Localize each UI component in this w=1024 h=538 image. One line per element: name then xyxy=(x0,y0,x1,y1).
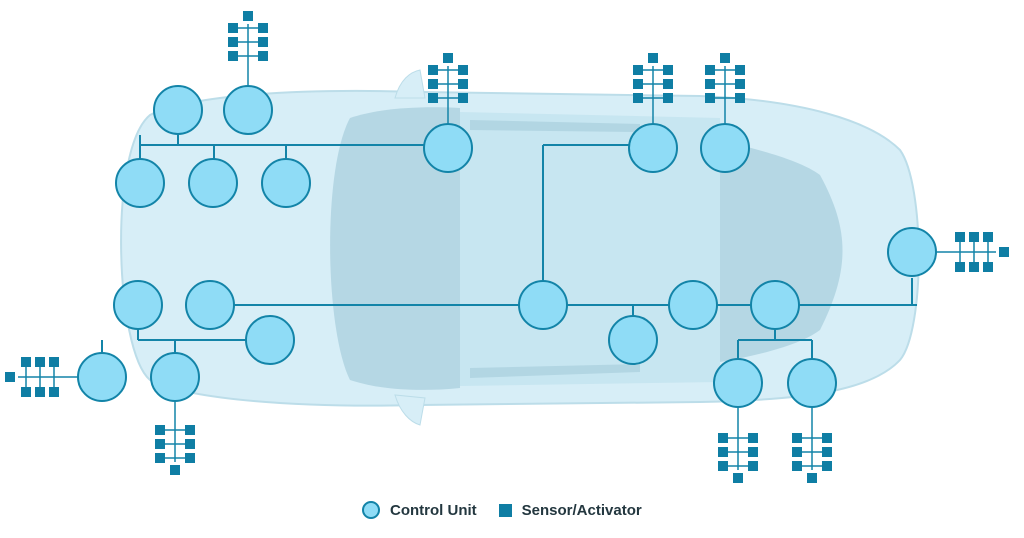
sensor-icon xyxy=(49,357,59,367)
sensor-icon xyxy=(718,461,728,471)
sensor-icon xyxy=(35,387,45,397)
sensor-icon xyxy=(258,23,268,33)
sensor-icon xyxy=(155,439,165,449)
sensor-icon xyxy=(228,51,238,61)
sensor-icon xyxy=(822,433,832,443)
sensor-icon xyxy=(35,357,45,367)
control-unit-icon xyxy=(628,123,678,173)
sensor-icon xyxy=(428,65,438,75)
control-unit-icon xyxy=(115,158,165,208)
control-unit-icon xyxy=(113,280,163,330)
sensor-icon xyxy=(21,387,31,397)
sensor-icon xyxy=(807,473,817,483)
sensor-icon xyxy=(458,79,468,89)
sensor-icon xyxy=(720,53,730,63)
sensor-icon xyxy=(155,425,165,435)
windshield xyxy=(330,107,460,390)
sensor-icon xyxy=(663,65,673,75)
control-unit-icon xyxy=(188,158,238,208)
sensor-icon xyxy=(955,262,965,272)
sensor-icon xyxy=(792,461,802,471)
sensor-icon xyxy=(735,93,745,103)
sensor-icon xyxy=(955,232,965,242)
sensor-icon xyxy=(983,232,993,242)
sensor-icon xyxy=(718,447,728,457)
control-unit-icon xyxy=(185,280,235,330)
sensor-icon xyxy=(735,65,745,75)
vehicle-network-svg xyxy=(5,11,1009,483)
sensor-icon xyxy=(648,53,658,63)
control-unit-icon xyxy=(223,85,273,135)
sensor-icon xyxy=(5,372,15,382)
sensor-icon xyxy=(49,387,59,397)
control-unit-icon xyxy=(245,315,295,365)
sensor-icon xyxy=(185,439,195,449)
control-unit-icon xyxy=(787,358,837,408)
control-unit-icon xyxy=(713,358,763,408)
control-unit-icon xyxy=(887,227,937,277)
legend-control-unit-label: Control Unit xyxy=(390,501,477,519)
sensor-icon xyxy=(428,79,438,89)
legend-control-unit: Control Unit xyxy=(362,501,477,519)
sensor-icon xyxy=(705,65,715,75)
control-unit-icon xyxy=(423,123,473,173)
sensor-icon xyxy=(443,53,453,63)
sensor-icon xyxy=(748,461,758,471)
sensor-icon xyxy=(733,473,743,483)
legend-sensor: Sensor/Activator xyxy=(498,501,642,519)
sensor-icon xyxy=(663,93,673,103)
control-unit-icon xyxy=(700,123,750,173)
control-unit-icon xyxy=(362,501,380,519)
sensor-icon xyxy=(705,79,715,89)
control-unit-icon xyxy=(153,85,203,135)
sensor-icon xyxy=(983,262,993,272)
sensor-icon xyxy=(185,425,195,435)
sensor-icon xyxy=(718,433,728,443)
sensor-icon xyxy=(792,433,802,443)
sensor-icon xyxy=(258,37,268,47)
mirror-bottom xyxy=(394,394,426,426)
sensor-icon xyxy=(458,93,468,103)
sensor-icon xyxy=(735,79,745,89)
sensor-icon xyxy=(792,447,802,457)
control-unit-icon xyxy=(518,280,568,330)
legend-sensor-label: Sensor/Activator xyxy=(521,501,642,519)
control-unit-icon xyxy=(608,315,658,365)
sensor-icon xyxy=(428,93,438,103)
sensor-icon xyxy=(663,79,673,89)
sensor-icon xyxy=(969,232,979,242)
sensor-icon xyxy=(633,65,643,75)
sensor-icon xyxy=(705,93,715,103)
control-unit-icon xyxy=(668,280,718,330)
side-window-top xyxy=(470,120,640,132)
sensor-icon xyxy=(21,357,31,367)
control-unit-icon xyxy=(77,352,127,402)
sensor-icon xyxy=(633,79,643,89)
sensor-icon xyxy=(170,465,180,475)
sensor-icon xyxy=(748,447,758,457)
legend: Control Unit Sensor/Activator xyxy=(362,497,664,523)
control-unit-icon xyxy=(750,280,800,330)
sensor-icon xyxy=(822,447,832,457)
roof xyxy=(460,112,720,386)
sensor-icon xyxy=(228,37,238,47)
control-unit-icon xyxy=(261,158,311,208)
side-window-bottom xyxy=(470,364,640,378)
sensor-icon xyxy=(185,453,195,463)
sensor-icon xyxy=(258,51,268,61)
sensor-clusters xyxy=(5,11,1009,483)
sensor-icon xyxy=(969,262,979,272)
sensor-icon xyxy=(999,247,1009,257)
sensor-icon xyxy=(243,11,253,21)
sensor-icon xyxy=(498,503,512,517)
sensor-icon xyxy=(633,93,643,103)
sensor-icon xyxy=(155,453,165,463)
sensor-icon xyxy=(748,433,758,443)
control-unit-icon xyxy=(150,352,200,402)
mirror-top xyxy=(394,69,426,99)
sensor-icon xyxy=(228,23,238,33)
sensor-icon xyxy=(458,65,468,75)
sensor-icon xyxy=(822,461,832,471)
